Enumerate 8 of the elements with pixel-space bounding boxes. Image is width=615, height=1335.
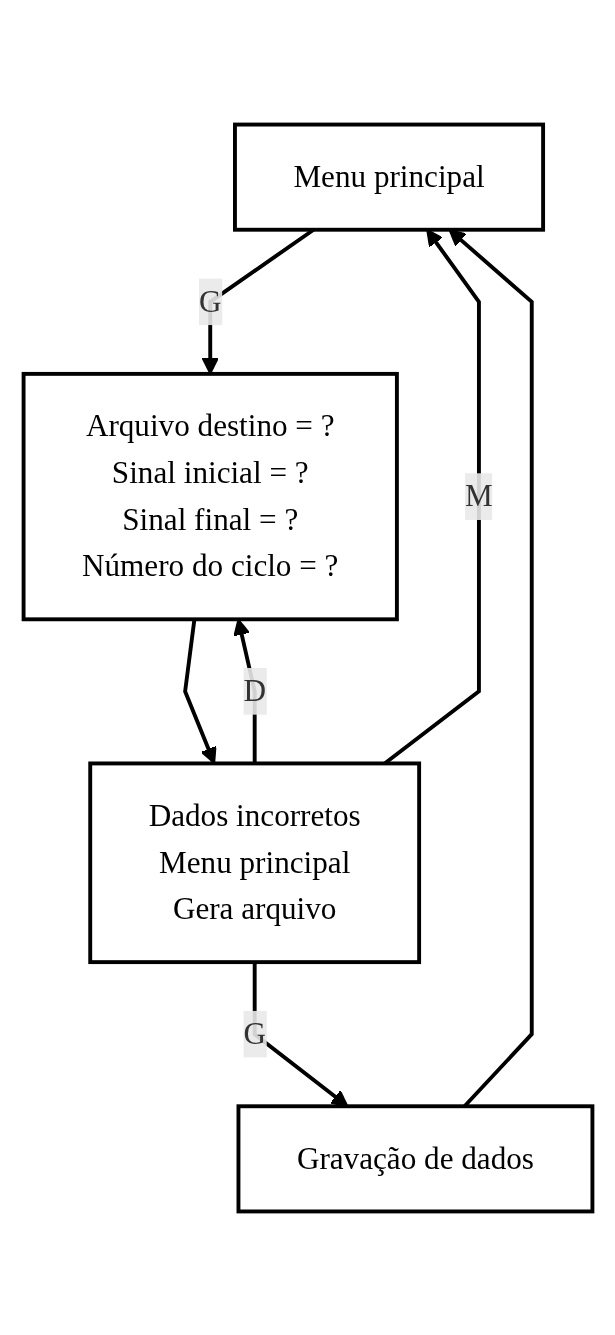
edge-label: G [198, 283, 221, 317]
node-box: Gravação de dados [236, 1103, 594, 1213]
edge-label: G [242, 1016, 266, 1050]
node-box: Menu principal [232, 122, 545, 232]
edge-label: M [464, 478, 493, 512]
node-box: Arquivo destino = ? Sinal inicial = ? Sinal final = ? Número do ciclo = ? [21, 371, 399, 621]
edge-label: D [242, 673, 266, 707]
node-box: Dados incorretos Menu principal Gera arquivo [87, 761, 421, 964]
